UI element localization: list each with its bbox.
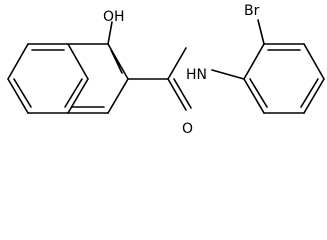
structure-canvas: OH Br HN O [7, 3, 325, 137]
amide-nitrogen-label: HN [186, 67, 207, 83]
bond [257, 19, 265, 45]
bond [64, 78, 83, 108]
bond [7, 43, 29, 80]
molecule-drawing: OH Br HN O [7, 3, 325, 137]
bond [300, 78, 319, 108]
bonds [7, 19, 325, 114]
bond [67, 43, 89, 80]
bond [107, 78, 129, 114]
bond [211, 69, 245, 80]
bromine-label: Br [244, 3, 260, 19]
bond [110, 49, 123, 74]
carbonyl-oxygen-label: O [182, 121, 193, 137]
bond [167, 78, 187, 111]
bond [13, 78, 32, 108]
bond [173, 78, 192, 109]
bond [303, 43, 325, 80]
bond [167, 47, 187, 80]
atom-labels: OH Br HN O [103, 3, 260, 137]
bond [7, 78, 29, 114]
bond [107, 21, 113, 45]
bond [243, 43, 265, 80]
bond [249, 78, 268, 108]
bond [243, 78, 265, 114]
bond [303, 78, 325, 114]
hydroxyl-label: OH [103, 9, 125, 25]
